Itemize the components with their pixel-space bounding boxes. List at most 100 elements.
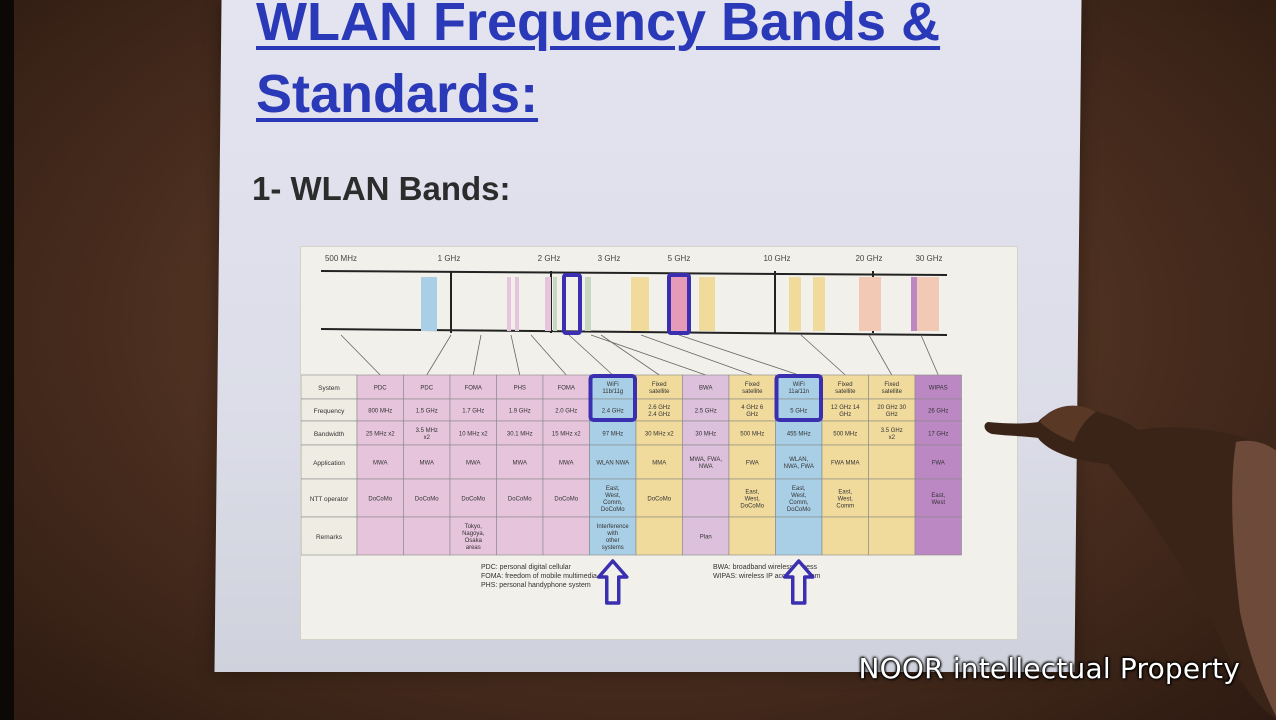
table-cell-text: BWA [699,386,712,392]
table-cell-text: 97 MHz [602,432,623,438]
table-cell [868,374,916,400]
table-cell-text: WLAN NWA [596,461,629,467]
frequency-band [859,277,881,331]
table-cell-text: West, [791,493,807,499]
table-cell [635,516,683,556]
table-cell-text: East, [792,486,806,492]
table-cell-text: Fixed [652,382,667,388]
table-cell [914,420,962,446]
table-cell-text: Comm [836,504,854,510]
frequency-band [421,277,437,331]
table-cell-text: 10 MHz x2 [459,432,488,438]
row-header-label: System [318,385,340,392]
legend-text-right: BWA: broadband wireless access [713,564,818,571]
table-cell [403,516,451,556]
table-cell-text: West, [745,497,761,503]
frequency-band [545,277,551,331]
table-cell [868,516,916,556]
table-cell-text: MMA [652,461,666,467]
table-cell [542,478,590,518]
table-cell-text: 5 GHz [790,409,807,415]
table-cell-text: 500 MHz [833,432,857,438]
table-cell [914,478,962,518]
table-cell-text: MWA [466,461,480,467]
table-cell-text: 3.5 GHz [881,428,903,434]
row-header-label: NTT operator [310,496,349,503]
legend-text-left: PDC: personal digital cellular [481,564,572,571]
table-cell-text: systems [602,545,624,551]
table-cell-text: Fixed [745,382,760,388]
table-cell-text: 20 GHz 30 [877,405,906,411]
table-cell [635,478,683,518]
connector-line [640,334,753,376]
table-cell-text: Tokyo, [465,524,483,530]
table-cell-text: DoCoMo [787,507,811,513]
table-cell-text: Comm, [603,500,623,506]
table-cell [682,516,730,556]
table-cell-text: FOMA [465,386,482,392]
slide-title-line-2: Standards: [256,64,539,124]
table-cell [868,478,916,518]
axis-tick-label: 3 GHz [598,254,621,263]
table-cell-text: FWA MMA [831,461,859,467]
table-cell-text: West [931,500,945,506]
table-cell [775,516,823,556]
table-cell-text: 30.1 MHz [507,432,533,438]
table-cell [496,420,544,446]
table-cell-text: 800 MHz [368,409,392,415]
table-cell-text: Plan [700,535,712,541]
frequency-band [915,277,939,331]
table-cell [821,444,869,480]
table-cell-text: Osaka [465,538,483,544]
table-cell-text: DoCoMo [647,497,671,503]
frequency-band [585,277,591,331]
table-cell-text: with [606,531,618,537]
table-cell-text: 26 GHz [928,409,948,415]
table-cell [449,444,497,480]
connector-line [920,334,939,376]
table-cell [589,374,637,400]
table-cell-text: GHz [746,412,758,418]
table-cell-text: MWA [373,461,387,467]
connector-line [800,334,846,376]
table-cell-text: WIPAS [929,386,948,392]
connector-line [678,334,799,376]
table-cell-text: DoCoMo [740,504,764,510]
connector-line [568,334,614,376]
table-cell [449,478,497,518]
table-cell-text: 30 MHz x2 [645,432,674,438]
frequency-band [789,277,801,331]
row-header-label: Bandwidth [314,431,345,438]
slide-subtitle: 1- WLAN Bands: [252,170,511,207]
wifi-highlight-box [774,374,823,422]
table-cell [449,420,497,446]
axis-tick-label: 20 GHz [855,254,882,263]
connector-line [340,334,381,376]
frame-edge [0,0,14,720]
table-cell-text: DoCoMo [508,497,532,503]
frequency-band [515,277,519,331]
frequency-band [553,277,557,331]
table-cell-text: 455 MHz [787,432,811,438]
table-cell [635,420,683,446]
table-cell-text: satellite [882,389,903,395]
table-cell-text: Interference [597,524,630,530]
table-cell-text: Nagoya, [462,531,485,537]
table-cell-text: 2.4 GHz [602,409,624,415]
table-cell-text: MWA, FWA, [689,457,722,463]
connector-line [510,334,521,376]
table-cell [542,420,590,446]
table-cell-text: West, [838,497,854,503]
connector-line [600,334,660,376]
table-cell [728,516,776,556]
table-cell [682,420,730,446]
watermark: NOOR intellectual Property [858,652,1240,685]
table-cell [682,478,730,518]
table-cell-text: 1.5 GHz [416,409,438,415]
table-cell [542,444,590,480]
axis-tick-label: 500 MHz [325,254,357,263]
table-cell-text: East, [745,490,759,496]
table-cell-text: West, [605,493,621,499]
